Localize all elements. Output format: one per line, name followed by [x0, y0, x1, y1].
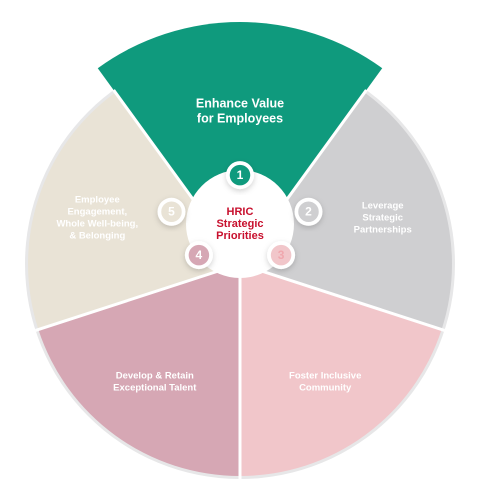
badge-3: 3	[267, 241, 296, 270]
center-title-line: HRIC	[227, 206, 254, 218]
segment-3	[240, 264, 442, 476]
segment-5	[28, 92, 240, 330]
segment-label-line: Enhance Value	[196, 97, 284, 111]
segment-label-line: Develop & Retain	[116, 370, 194, 381]
badge-1: 1	[226, 161, 254, 190]
segment-1	[97, 22, 383, 264]
badge-number: 4	[196, 248, 203, 262]
badge-fill	[296, 200, 321, 224]
segment-divider	[35, 262, 241, 332]
segment-4	[38, 264, 240, 476]
segment-label-line: Exceptional Talent	[113, 382, 197, 393]
segment-label-line: Whole Well-being,	[56, 218, 138, 229]
segment-label-line: Strategic	[362, 212, 403, 223]
badge-2: 2	[294, 197, 323, 226]
segment-label-line: Partnerships	[354, 224, 412, 235]
segment-label-line: Leverage	[362, 200, 404, 211]
badge-number: 2	[305, 204, 312, 218]
segment-label-line: for Employees	[197, 112, 283, 126]
badge-fill	[187, 243, 211, 267]
badge-number: 1	[237, 168, 244, 182]
badge-fill	[159, 200, 184, 224]
segment-label-line: Engagement,	[67, 206, 127, 217]
badge-5: 5	[157, 197, 186, 226]
center-title-line: Strategic	[216, 218, 263, 230]
segment-2	[240, 92, 452, 330]
badge-fill	[228, 163, 252, 187]
segment-label-line: Employee	[75, 194, 120, 205]
badge-4: 4	[184, 241, 213, 270]
center-title-line: Priorities	[216, 230, 264, 242]
badge-fill	[269, 243, 293, 267]
segment-divider	[239, 262, 445, 332]
segment-label-line: Community	[299, 382, 352, 393]
badge-number: 3	[278, 248, 285, 262]
segment-label-line: & Belonging	[69, 230, 125, 241]
center-hub	[186, 170, 294, 278]
badge-number: 5	[168, 204, 175, 218]
segment-label-line: Foster Inclusive	[289, 370, 361, 381]
